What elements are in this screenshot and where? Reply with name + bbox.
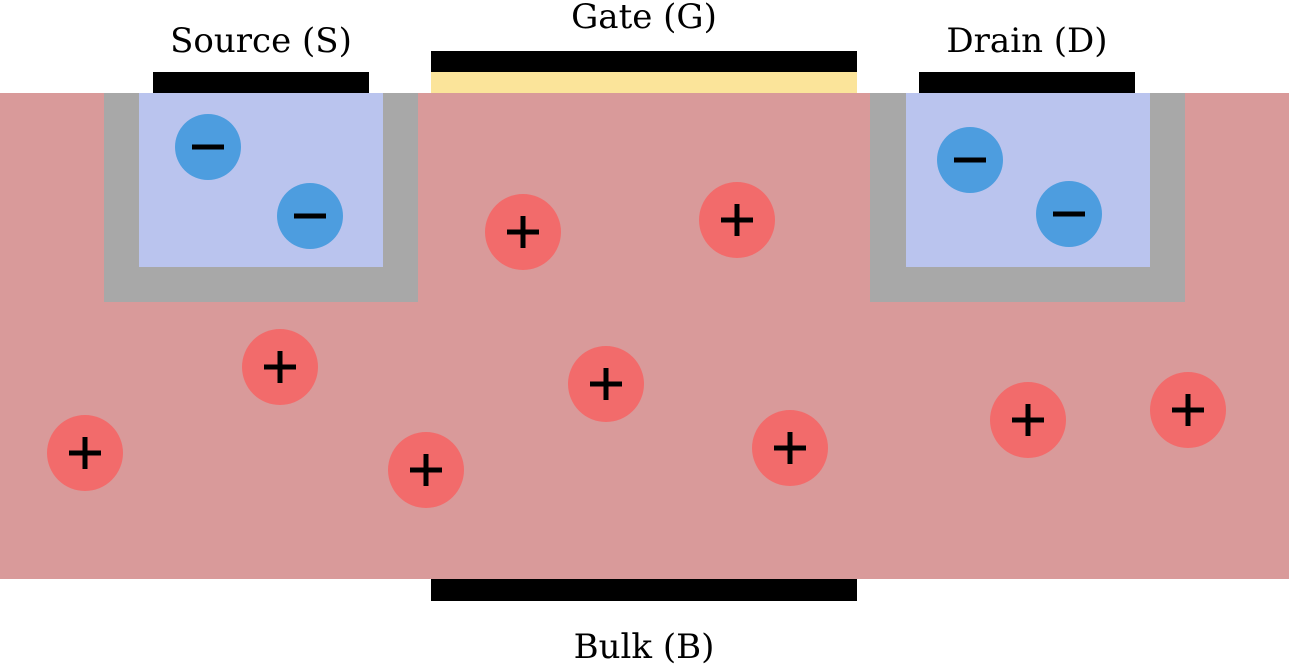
electron <box>1036 181 1102 247</box>
drain-contact <box>919 72 1135 93</box>
bulk-contact <box>431 579 857 601</box>
gate-label: Gate (G) <box>571 0 717 37</box>
drain-well <box>906 93 1150 267</box>
hole <box>1150 372 1226 448</box>
hole <box>242 329 318 405</box>
hole <box>485 194 561 270</box>
hole <box>699 182 775 258</box>
electron <box>175 114 241 180</box>
source-contact <box>153 72 369 93</box>
gate-oxide <box>431 72 857 93</box>
electron <box>937 127 1003 193</box>
charges <box>47 114 1226 508</box>
hole <box>388 432 464 508</box>
bulk-label: Bulk (B) <box>574 627 715 664</box>
hole <box>752 410 828 486</box>
electron <box>277 183 343 249</box>
source-label: Source (S) <box>170 21 352 61</box>
source-well <box>139 93 383 267</box>
drain-label: Drain (D) <box>946 21 1107 61</box>
hole <box>568 346 644 422</box>
hole <box>990 382 1066 458</box>
gate-contact <box>431 51 857 72</box>
hole <box>47 415 123 491</box>
